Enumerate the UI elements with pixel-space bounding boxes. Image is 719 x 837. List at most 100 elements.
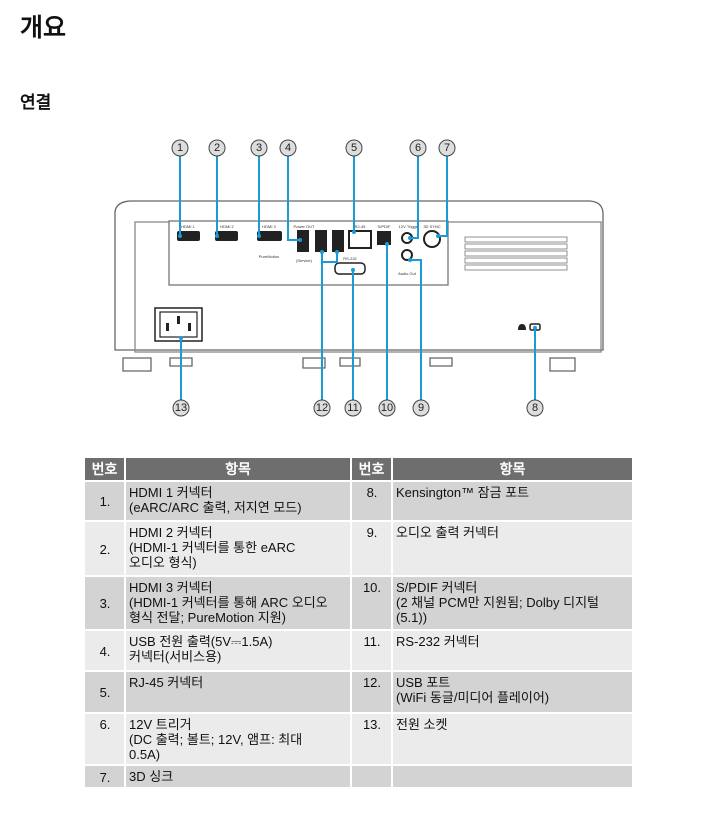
row-text: S/PDIF 커넥터 (2 채널 PCM만 지원됨; Dolby 디지털 (5.… <box>392 575 632 630</box>
svg-text:1: 1 <box>177 142 183 154</box>
svg-text:3: 3 <box>256 142 262 154</box>
row-text <box>392 764 632 787</box>
row-text: Kensington™ 잠금 포트 <box>392 480 632 521</box>
table-row: 13.전원 소켓 <box>352 712 632 765</box>
row-num: 6. <box>85 712 126 765</box>
row-text: 전원 소켓 <box>392 712 632 765</box>
table-row: 3.HDMI 3 커넥터 (HDMI-1 커넥터를 통해 ARC 오디오 형식 … <box>85 575 350 630</box>
rs232-port <box>334 262 366 275</box>
table-row: 1.HDMI 1 커넥터 (eARC/ARC 출력, 저지연 모드) <box>85 480 350 521</box>
svg-text:4: 4 <box>285 142 291 154</box>
header-item: 항목 <box>392 458 632 481</box>
callout-2: 2 <box>208 139 226 157</box>
table-row: 11.RS-232 커넥터 <box>352 629 632 671</box>
table-row: 5.RJ-45 커넥터 <box>85 670 350 713</box>
row-num: 3. <box>85 575 126 630</box>
label-hdmi3: HDMI 3 <box>262 224 276 229</box>
kensington-lock-icon <box>518 324 526 330</box>
svg-text:6: 6 <box>415 142 421 154</box>
row-text: USB 전원 출력(5V⎓1.5A) 커넥터(서비스용) <box>125 629 350 671</box>
label-rs232: RS-232 <box>343 256 357 261</box>
callouts: 1 2 3 4 5 6 7 8 9 10 11 12 13 <box>171 139 544 417</box>
label-spdif: S/PDIF <box>378 224 391 229</box>
row-num: 4. <box>85 629 126 671</box>
label-rj45: RJ-45 <box>355 224 366 229</box>
row-num: 7. <box>85 764 126 787</box>
callout-8: 8 <box>526 399 544 417</box>
callout-12: 12 <box>313 399 331 417</box>
label-3d-sync: 3D SYNC <box>423 224 440 229</box>
hdmi2-port <box>215 231 238 241</box>
label-trigger: 12V Trigger <box>399 224 420 229</box>
callout-7: 7 <box>438 139 456 157</box>
row-num: 13. <box>352 712 393 765</box>
row-text: 12V 트리거 (DC 출력; 볼트; 12V, 앰프: 최대 0.5A) <box>125 712 350 765</box>
row-text: RS-232 커넥터 <box>392 629 632 671</box>
row-num <box>352 764 393 787</box>
usb-power-port <box>297 230 309 252</box>
hdmi1-port <box>177 231 200 241</box>
hdmi3-port <box>257 231 282 241</box>
callout-10: 10 <box>378 399 396 417</box>
row-num: 11. <box>352 629 393 671</box>
header-num: 번호 <box>85 458 126 481</box>
spdif-port <box>377 231 391 245</box>
callout-13: 13 <box>172 399 190 417</box>
callout-4: 4 <box>279 139 297 157</box>
row-text: 3D 싱크 <box>125 764 350 787</box>
svg-text:10: 10 <box>381 402 393 414</box>
callout-3: 3 <box>250 139 268 157</box>
svg-text:8: 8 <box>532 402 538 414</box>
row-num: 8. <box>352 480 393 521</box>
label-audio-out: Audio Out <box>398 271 417 276</box>
row-num: 10. <box>352 575 393 630</box>
callout-5: 5 <box>345 139 363 157</box>
callout-11: 11 <box>344 399 362 417</box>
callout-9: 9 <box>412 399 430 417</box>
table-row: 6.12V 트리거 (DC 출력; 볼트; 12V, 앰프: 최대 0.5A) <box>85 712 350 765</box>
table-row <box>352 764 632 787</box>
table-row: 7.3D 싱크 <box>85 764 350 787</box>
callout-1: 1 <box>171 139 189 157</box>
callout-dots <box>178 230 537 340</box>
table-row: 12.USB 포트 (WiFi 동글/미디어 플레이어) <box>352 670 632 713</box>
header-item: 항목 <box>125 458 350 481</box>
svg-text:12: 12 <box>316 402 328 414</box>
row-text: 오디오 출력 커넥터 <box>392 520 632 576</box>
row-num: 5. <box>85 670 126 713</box>
table-row: 10.S/PDIF 커넥터 (2 채널 PCM만 지원됨; Dolby 디지털 … <box>352 575 632 630</box>
vent-grille <box>464 236 568 271</box>
row-text: USB 포트 (WiFi 동글/미디어 플레이어) <box>392 670 632 713</box>
header-num: 번호 <box>352 458 393 481</box>
label-hdmi2: HDMI 2 <box>220 224 234 229</box>
rj45-port <box>348 230 372 249</box>
table-row: 8.Kensington™ 잠금 포트 <box>352 480 632 521</box>
svg-text:5: 5 <box>351 142 357 154</box>
connector-table-right: 번호 항목 8.Kensington™ 잠금 포트 9.오디오 출력 커넥터 1… <box>352 458 632 787</box>
connector-table-left: 번호 항목 1.HDMI 1 커넥터 (eARC/ARC 출력, 저지연 모드)… <box>85 458 350 787</box>
row-text: RJ-45 커넥터 <box>125 670 350 713</box>
label-puremotion: PureMotion <box>259 254 279 259</box>
label-hdmi1: HDMI 1 <box>181 224 195 229</box>
audio-out-jack <box>401 249 413 261</box>
svg-text:11: 11 <box>347 402 358 414</box>
row-num: 2. <box>85 520 126 576</box>
table-row: 4.USB 전원 출력(5V⎓1.5A) 커넥터(서비스용) <box>85 629 350 671</box>
projector-rear-diagram: HDMI 1 HDMI 2 HDMI 3 PureMotion Power OU… <box>114 139 604 417</box>
row-text: HDMI 2 커넥터 (HDMI-1 커넥터를 통한 eARC 오디오 형식) <box>125 520 350 576</box>
callout-lines <box>179 156 536 400</box>
row-num: 9. <box>352 520 393 576</box>
port-labels: HDMI 1 HDMI 2 HDMI 3 PureMotion Power OU… <box>181 224 441 276</box>
svg-text:13: 13 <box>175 402 187 414</box>
svg-text:2: 2 <box>214 142 220 154</box>
row-num: 1. <box>85 480 126 521</box>
callout-6: 6 <box>409 139 427 157</box>
table-row: 9.오디오 출력 커넥터 <box>352 520 632 576</box>
usb-port-a <box>315 230 327 252</box>
label-power-out: Power OUT <box>294 224 315 229</box>
row-text: HDMI 1 커넥터 (eARC/ARC 출력, 저지연 모드) <box>125 480 350 521</box>
row-text: HDMI 3 커넥터 (HDMI-1 커넥터를 통해 ARC 오디오 형식 전달… <box>125 575 350 630</box>
row-num: 12. <box>352 670 393 713</box>
page-title: 개요 <box>20 13 67 42</box>
table-row: 2.HDMI 2 커넥터 (HDMI-1 커넥터를 통한 eARC 오디오 형식… <box>85 520 350 576</box>
